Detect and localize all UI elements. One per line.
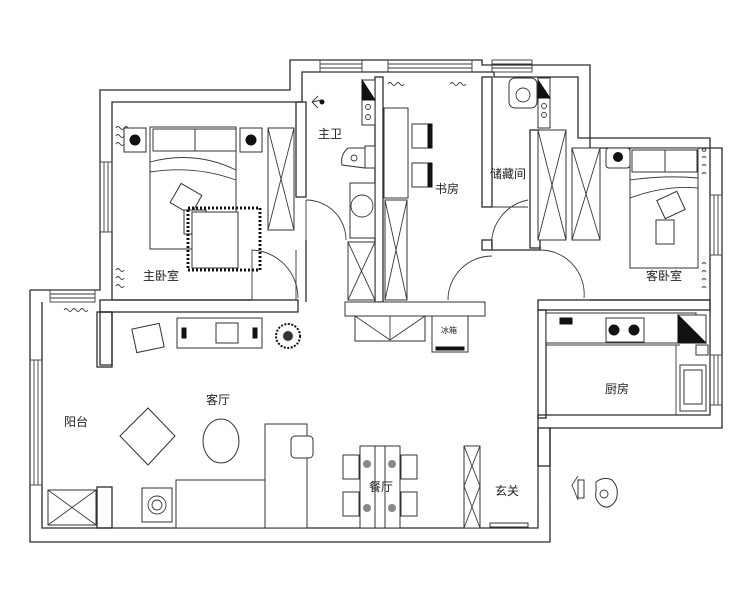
outer-walls — [29, 59, 723, 543]
master-bedroom-furniture — [115, 126, 295, 288]
storage-fixtures — [508, 77, 567, 241]
dining-furniture — [342, 445, 529, 529]
guest-bedroom-furniture — [571, 147, 707, 289]
label-master-bedroom: 主卧室 — [143, 269, 180, 283]
label-master-bath: 主卫 — [318, 127, 343, 141]
kitchen-fixtures — [545, 312, 709, 415]
master-bath-fixtures — [311, 78, 376, 301]
living-room-furniture — [47, 308, 314, 529]
label-kitchen: 厨房 — [605, 382, 630, 396]
label-dining-room: 餐厅 — [369, 480, 394, 494]
label-fridge: 冰箱 — [441, 326, 457, 335]
label-balcony: 阳台 — [64, 415, 89, 429]
label-entrance: 玄关 — [495, 484, 520, 498]
label-guest-bedroom: 客卧室 — [646, 269, 683, 283]
person-figure-icon — [571, 475, 618, 508]
doors — [251, 199, 585, 301]
label-storage: 储藏间 — [490, 167, 527, 181]
study-furniture — [383, 82, 467, 301]
label-living-room: 客厅 — [206, 393, 231, 407]
bar-fridge — [354, 315, 469, 353]
label-study: 书房 — [435, 182, 460, 196]
